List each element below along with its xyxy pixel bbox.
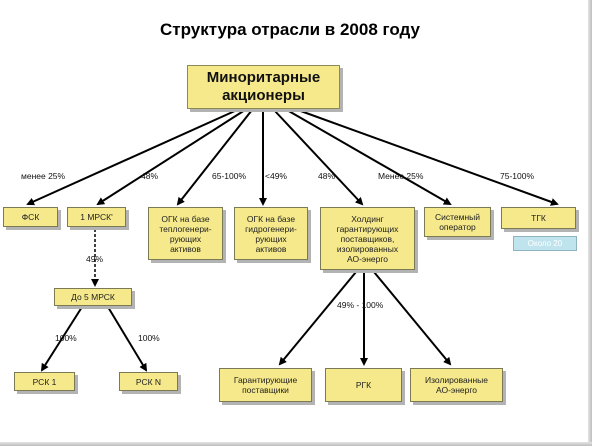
arrow-to-system-operator bbox=[286, 109, 452, 205]
node-guarantee-suppliers: Гарантирующие поставщики bbox=[219, 368, 312, 402]
label-mrsk-group-share: 49% bbox=[86, 254, 104, 264]
node-holding: Холдинг гарантирующих поставщиков, изоли… bbox=[320, 207, 415, 270]
node-rskn: РСК N bbox=[119, 372, 178, 391]
arrow-to-rsk1 bbox=[40, 306, 83, 372]
label-system-operator-share: Менее 25% bbox=[378, 171, 424, 181]
label-ogk-thermal-share: 65-100% bbox=[212, 171, 247, 181]
diagram-title: Структура отрасли в 2008 году bbox=[159, 20, 420, 39]
node-rsk1: РСК 1 bbox=[14, 372, 75, 391]
label-fsk-share: менее 25% bbox=[21, 171, 66, 181]
label-ogk-hydro-share: <49% bbox=[265, 171, 287, 181]
slide-frame-right bbox=[588, 0, 592, 446]
label-rsk1-share: 100% bbox=[55, 333, 77, 343]
arrow-to-holding bbox=[273, 109, 364, 206]
node-ogk-thermal: ОГК на базе теплогенери- рующих активов bbox=[148, 207, 223, 260]
node-fsk: ФСК bbox=[3, 207, 58, 227]
arrow-to-fsk bbox=[26, 109, 238, 206]
node-rgk: РГК bbox=[325, 368, 402, 402]
label-rskn-share: 100% bbox=[138, 333, 160, 343]
node-tgk: ТГК bbox=[501, 207, 576, 229]
label-holding-children-share: 49% - 100% bbox=[337, 300, 384, 310]
node-system-operator: Системный оператор bbox=[424, 207, 491, 237]
label-tgk-share: 75-100% bbox=[500, 171, 535, 181]
node-minority-shareholders: Миноритарные акционеры bbox=[187, 65, 340, 109]
arrow-to-tgk bbox=[297, 109, 559, 206]
arrow-to-ogk-thermal bbox=[176, 109, 253, 206]
label-holding-share: 48% bbox=[318, 171, 336, 181]
arrow-to-isolated bbox=[373, 271, 452, 366]
arrow-to-mrsk1 bbox=[96, 109, 246, 206]
node-tgk-count-card: Около 20 bbox=[513, 236, 577, 251]
label-mrsk1-share: 48% bbox=[141, 171, 159, 181]
node-ogk-hydro: ОГК на базе гидрогенери- рующих активов bbox=[234, 207, 308, 260]
slide-frame-bottom bbox=[0, 442, 592, 446]
arrow-to-guarantee bbox=[278, 271, 357, 366]
arrow-to-rskn bbox=[107, 306, 148, 372]
node-mrsk1: 1 МРСК' bbox=[67, 207, 126, 227]
node-isolated-ao-energo: Изолированные АО-энерго bbox=[410, 368, 503, 402]
node-mrsk-group: До 5 МРСК bbox=[54, 288, 132, 306]
